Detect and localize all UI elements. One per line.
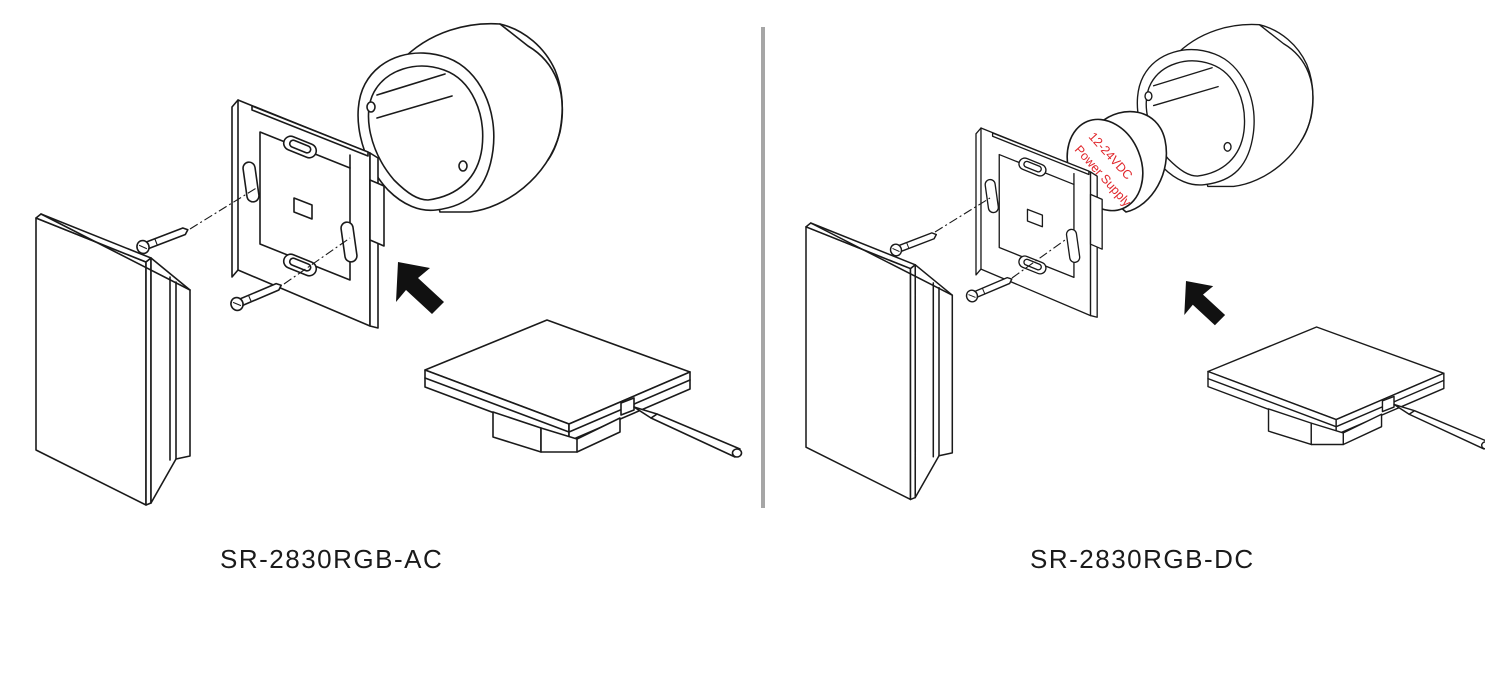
cover-panel-ac bbox=[35, 213, 191, 506]
switch-body-ac bbox=[424, 319, 743, 458]
screw-lower-dc bbox=[964, 273, 1015, 305]
ac-assembly bbox=[35, 22, 743, 506]
alignment-line bbox=[1011, 239, 1066, 279]
push-arrow-dc bbox=[1184, 281, 1226, 326]
screw-upper-dc bbox=[888, 228, 940, 259]
screw-upper-ac bbox=[134, 222, 191, 257]
push-arrow-ac bbox=[396, 262, 444, 314]
back-box-ac bbox=[357, 22, 564, 213]
model-caption-dc: SR-2830RGB-DC bbox=[1030, 544, 1255, 574]
alignment-line bbox=[283, 237, 351, 285]
alignment-line bbox=[189, 186, 259, 230]
cover-panel-dc bbox=[805, 222, 954, 501]
model-caption-ac: SR-2830RGB-AC bbox=[220, 544, 444, 574]
dc-assembly: 12-24VDC Power Supply bbox=[805, 23, 1485, 501]
switch-body-dc bbox=[1207, 326, 1485, 450]
alignment-line bbox=[934, 197, 991, 233]
screw-lower-ac bbox=[228, 278, 285, 314]
